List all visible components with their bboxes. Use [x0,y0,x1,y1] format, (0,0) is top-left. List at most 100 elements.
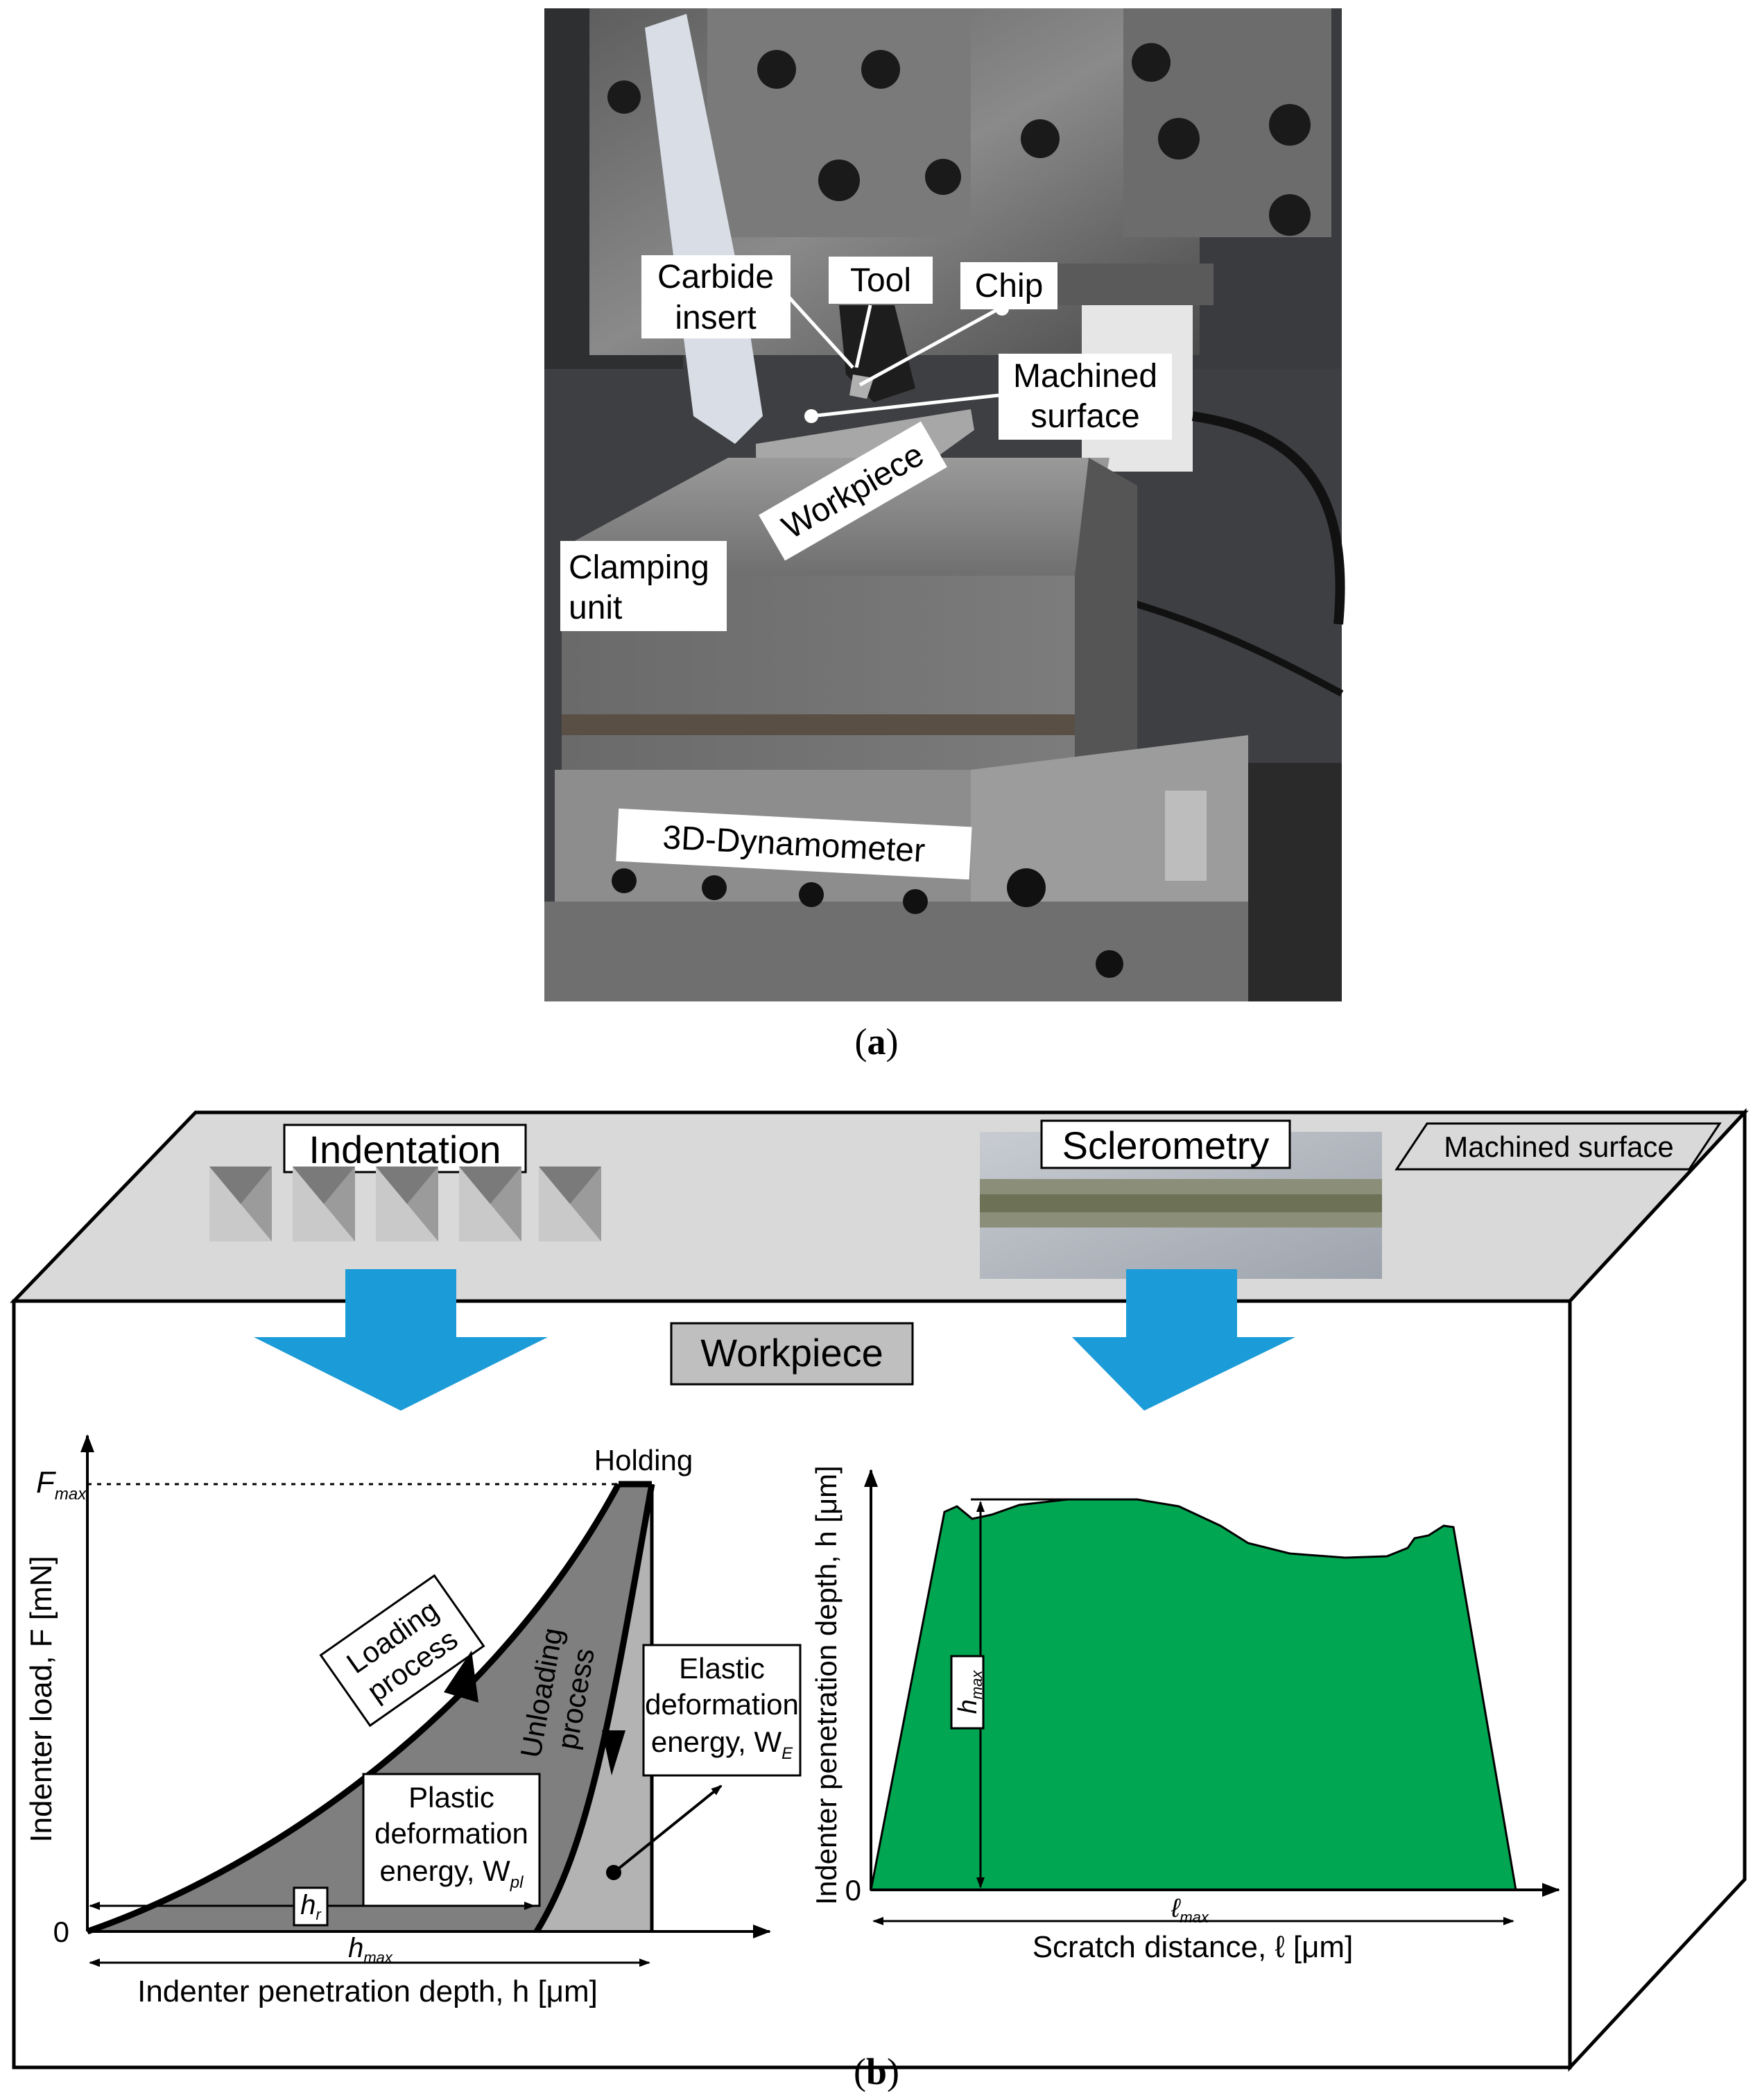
label-line: Carbide [657,259,774,295]
workpiece-label-box [670,1322,914,1386]
label-box [950,1655,985,1730]
caption-a: (a) [855,1021,899,1062]
indentation-group: Indentation [209,1124,601,1241]
elastic-line: deformation [645,1688,799,1721]
sclerometry-label-box [1040,1119,1291,1169]
loading-direction-arrow [444,1651,478,1703]
leader-chip [858,303,1007,387]
hmax-label: hmax [348,1933,393,1966]
zero-label: 0 [53,1916,69,1948]
indent-mark [459,1167,521,1241]
bolt-hole [612,868,637,893]
loading-curve [86,1482,621,1935]
marker-dot [804,409,818,423]
label-line: Tool [850,262,911,299]
bolt-hole [1158,118,1200,160]
label-box [829,257,933,304]
label-box [960,262,1057,309]
label-chip: Chip [960,262,1057,309]
pin [1165,791,1207,881]
bolt-hole [757,50,796,89]
scratch-track-center [980,1194,1382,1212]
plastic-line: deformation [374,1817,528,1850]
bolt-hole [1269,194,1311,236]
bolt-hole [607,80,641,114]
sclerometry-label: Sclerometry [1062,1124,1270,1167]
bolt-hole [1269,104,1311,146]
plastic-line: Plastic [408,1781,494,1814]
plastic-label-box [362,1773,541,1907]
elastic-energy-area [537,1484,652,1931]
indent-mark [376,1167,438,1241]
cable [1191,411,1345,625]
bolt-hole [799,882,824,907]
cable [1108,593,1344,697]
label-carbide-insert: Carbide insert [641,255,791,338]
hmax-label: hmax [950,1655,985,1730]
bolt-hole [1007,868,1046,907]
holding-label: Holding [594,1444,693,1477]
label-line: Chip [975,268,1044,304]
y-axis-title: Indenter penetration depth, h [μm] [810,1465,843,1905]
photo-leader-lines [782,290,1007,418]
machined-surface-tag: Machined surface [1394,1122,1722,1171]
x-axis-title: Indenter penetration depth, h [μm] [137,1974,598,2008]
label-line: unit [569,589,622,626]
label-line: surface [1030,398,1139,435]
workpiece-label: Workpiece [700,1331,883,1375]
indentation-label: Indentation [309,1128,501,1171]
label-line: insert [675,300,756,336]
label-box [560,541,727,631]
clamping-side [1075,458,1137,770]
bolt-hole [861,50,900,89]
bolt-hole [1132,43,1171,82]
hr-label: hr [300,1890,322,1923]
scratch-chart: hmax 0 Indenter penetration depth, h [μm… [810,1465,1560,1964]
x-axis-title: Scratch distance, ℓ [μm] [1033,1930,1354,1964]
bolt-hole [903,889,928,914]
bolt-holes [607,43,1311,236]
indent-mark [539,1167,601,1241]
label-box [641,255,791,338]
caption-b: (b) [854,2051,899,2092]
leader-carbide [782,290,854,369]
label-box [319,1574,485,1728]
label-text: hmax [953,1670,985,1714]
loading-process-label: Loading process [319,1574,485,1728]
elastic-label-box [642,1644,802,1777]
sclerometry-group: Sclerometry [980,1119,1382,1279]
bolt-hole [1021,119,1060,158]
label-line: Machined [1013,358,1157,395]
zero-label: 0 [845,1874,861,1907]
label-line: Clamping [569,549,709,586]
leader-tool [854,304,872,368]
dynamometer-holes [612,868,1123,978]
lmax-label: ℓmax [1171,1894,1209,1926]
base-plate [544,902,1342,1001]
label-tool: Tool [829,257,933,304]
unloading-curve [534,1483,655,1934]
plastic-line: energy, Wpl [380,1854,524,1892]
tag-label: Machined surface [1444,1130,1674,1163]
label-box [759,421,947,561]
clamping-stripe [562,714,1075,735]
elastic-line: energy, WE [651,1725,793,1763]
leader-machined [811,393,999,418]
down-arrow-right [1072,1269,1295,1411]
bolt-hole [818,160,860,201]
bolt-hole [702,875,727,900]
right-dark-bar [1248,763,1342,1001]
elastic-leader [612,1784,723,1874]
label-box [999,354,1172,440]
photo-panel: Carbide insert Tool Chip Machined surfac… [544,8,1345,1001]
indent-marks [209,1167,601,1241]
indentation-chart: Fmax 0 Holding Indenter load, F [mN] Ind… [24,1434,802,2008]
hr-label-box [293,1886,329,1927]
tool-holder-plate [707,8,971,237]
indent-mark [293,1167,355,1241]
indentation-label-box [283,1124,527,1173]
indent-mark [209,1167,272,1241]
unloading-direction-arrow [602,1730,625,1775]
tag-shape [1394,1122,1722,1171]
